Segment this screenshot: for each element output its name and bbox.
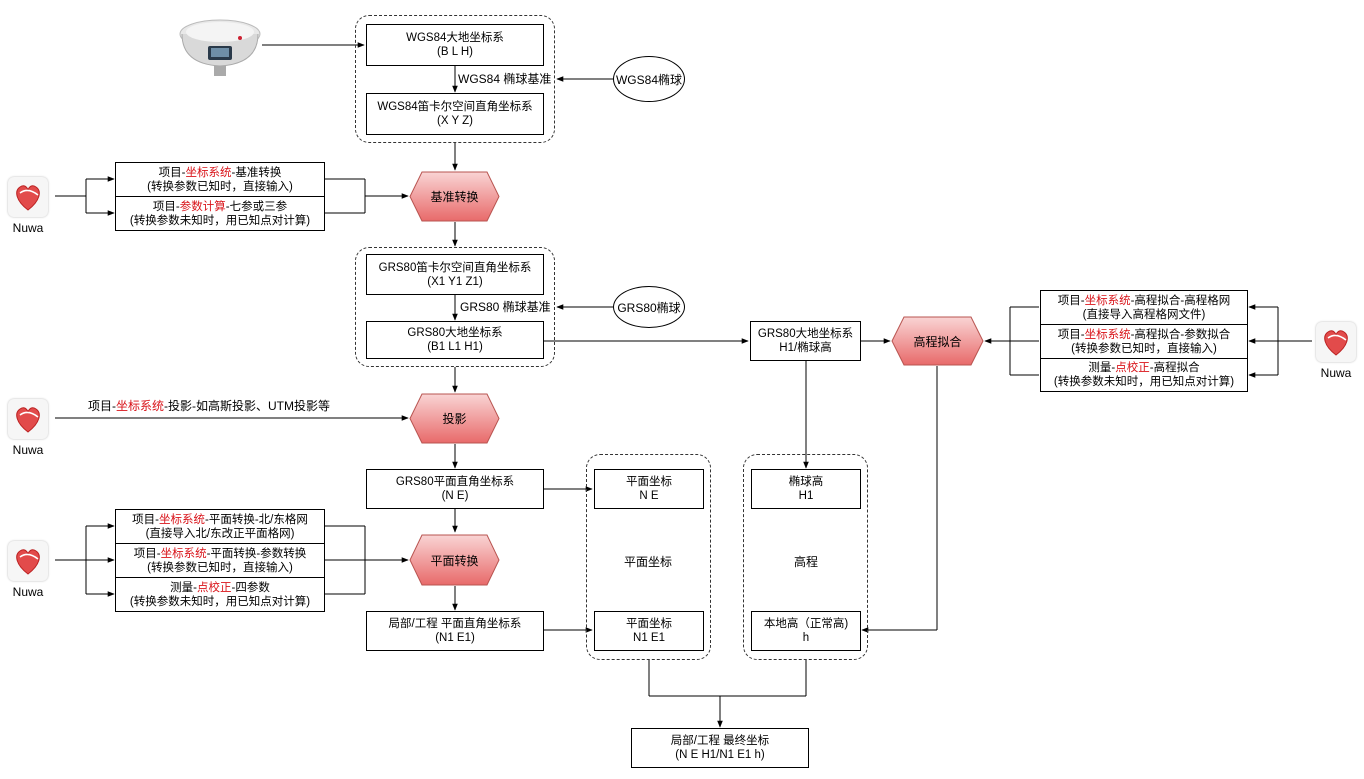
height-fitting-process: 高程拟合 (891, 316, 984, 366)
plane-option-params: 项目-坐标系统-平面转换-参数转换 (转换参数已知时，直接输入) (115, 543, 325, 578)
height-group-label: 高程 (794, 555, 819, 569)
wgs84-ellipsoid: WGS84椭球 (613, 56, 685, 102)
plane-group-label: 平面坐标 (624, 555, 673, 569)
local-plane-node: 局部/工程 平面直角坐标系(N1 E1) (366, 611, 544, 651)
grs80-ellipsoid: GRS80椭球 (613, 286, 685, 328)
nuwa-app-projection: Nuwa (8, 399, 48, 457)
nuwa-app-datum: Nuwa (8, 177, 48, 235)
plane-coord-group (586, 454, 711, 660)
grs80-datum-label: GRS80 椭球基准 (460, 300, 551, 314)
local-height-node: 本地高（正常高)h (751, 611, 861, 651)
height-option-params: 项目-坐标系统-高程拟合-参数拟合 (转换参数已知时，直接输入) (1040, 324, 1248, 359)
wgs84-geodetic-node: WGS84大地坐标系(B L H) (366, 24, 544, 66)
nuwa-app-height: Nuwa (1316, 322, 1356, 380)
plane-transform-process: 平面转换 (409, 534, 500, 586)
nuwa-label: Nuwa (12, 585, 44, 599)
grs80-group (355, 247, 555, 367)
gnss-receiver-icon (178, 16, 262, 78)
nuwa-heart-logo-icon (8, 399, 48, 439)
height-option-calibration: 测量-点校正-高程拟合 (转换参数未知时，用已知点对计算) (1040, 358, 1248, 392)
nuwa-heart-logo-icon (8, 177, 48, 217)
projection-process: 投影 (409, 393, 500, 444)
plane-option-grid: 项目-坐标系统-平面转换-北/东格网 (直接导入北/东改正平面格网) (115, 509, 325, 544)
grs80-plane-node: GRS80平面直角坐标系(N E) (366, 469, 544, 509)
wgs84-ecef-node: WGS84笛卡尔空间直角坐标系(X Y Z) (366, 93, 544, 135)
grs80-geodetic-node: GRS80大地坐标系(B1 L1 H1) (366, 321, 544, 359)
datum-transform-process: 基准转换 (409, 171, 500, 222)
height-group (743, 454, 868, 660)
datum-option-param-calc: 项目-参数计算-七参或三参 (转换参数未知时，用已知点对计算) (115, 196, 325, 231)
nuwa-heart-logo-icon (8, 541, 48, 581)
grs80-ecef-node: GRS80笛卡尔空间直角坐标系(X1 Y1 Z1) (366, 254, 544, 295)
nuwa-label: Nuwa (12, 221, 44, 235)
final-coord-node: 局部/工程 最终坐标(N E H1/N1 E1 h) (631, 728, 809, 768)
wgs84-group (355, 15, 555, 143)
nuwa-label: Nuwa (12, 443, 44, 457)
nuwa-label: Nuwa (1320, 366, 1352, 380)
datum-option-coord-system: 项目-坐标系统-基准转换 (转换参数已知时，直接输入) (115, 162, 325, 197)
plane-option-calibration: 测量-点校正-四参数 (转换参数未知时，用已知点对计算) (115, 577, 325, 612)
projection-option-text: 项目-坐标系统-投影-如高斯投影、UTM投影等 (88, 399, 331, 413)
nuwa-heart-logo-icon (1316, 322, 1356, 362)
height-option-grid: 项目-坐标系统-高程拟合-高程格网 (直接导入高程格网文件) (1040, 290, 1248, 325)
wgs84-datum-label: WGS84 椭球基准 (458, 72, 552, 86)
nuwa-app-plane: Nuwa (8, 541, 48, 599)
